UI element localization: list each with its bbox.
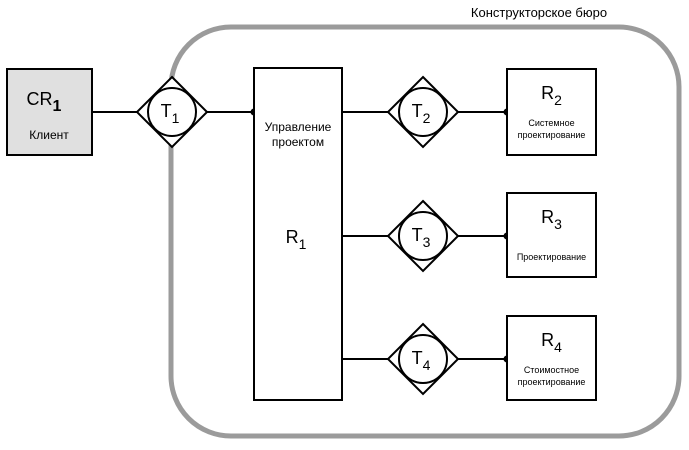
role-label-line2: проектирование xyxy=(518,130,586,140)
role-name: R2 xyxy=(541,83,562,108)
transaction-3[interactable]: T3 xyxy=(386,199,460,273)
transaction-2[interactable]: T2 xyxy=(386,75,460,149)
transaction-4[interactable]: T4 xyxy=(386,322,460,396)
transaction-circle xyxy=(398,87,448,137)
main-role-name: R1 xyxy=(286,227,307,252)
transaction-name: T4 xyxy=(412,348,431,373)
boundary-title: Конструкторское бюро xyxy=(471,5,607,20)
role-label-line1: Стоимостное xyxy=(524,365,579,375)
role-label-line1: Системное xyxy=(528,118,574,128)
role-name: R4 xyxy=(541,330,562,355)
transaction-circle xyxy=(147,87,197,137)
main-role-label-line1: Управление xyxy=(265,120,332,134)
organization-boundary xyxy=(168,24,682,439)
transaction-name: T2 xyxy=(412,101,431,126)
connectors xyxy=(92,111,507,360)
transaction-1[interactable]: T1 xyxy=(135,75,209,149)
main-role-box[interactable]: Управление проектом R1 xyxy=(253,67,343,401)
client-name: CR1 xyxy=(27,89,62,115)
transaction-name: T1 xyxy=(161,101,180,126)
transaction-name: T3 xyxy=(412,225,431,250)
client-label: Клиент xyxy=(29,128,69,142)
role-label: Проектирование xyxy=(517,252,586,262)
transaction-circle xyxy=(398,334,448,384)
transaction-circle xyxy=(398,211,448,261)
main-role-label-line2: проектом xyxy=(272,135,324,149)
role-label-line2: проектирование xyxy=(518,377,586,387)
client-box[interactable]: CR1 Клиент xyxy=(6,68,93,156)
role-name: R3 xyxy=(541,207,562,232)
